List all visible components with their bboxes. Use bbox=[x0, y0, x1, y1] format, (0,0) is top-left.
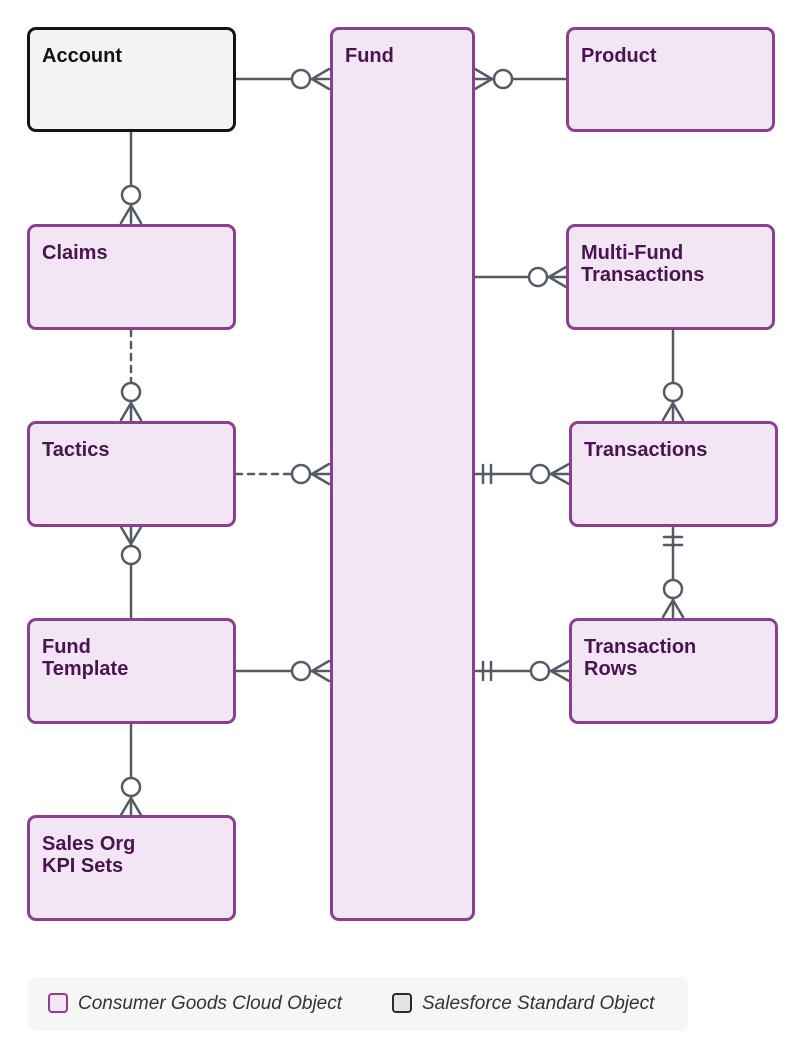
entity-product[interactable]: Product bbox=[566, 27, 775, 132]
rel-fund-multifund bbox=[473, 265, 568, 289]
entity-label: Sales Org KPI Sets bbox=[42, 833, 136, 877]
entity-label: Transaction Rows bbox=[584, 636, 697, 680]
entity-tactics[interactable]: Tactics bbox=[27, 421, 236, 527]
entity-multi-fund-transactions[interactable]: Multi-Fund Transactions bbox=[566, 224, 775, 330]
rel-fundtemplate-fund bbox=[234, 659, 331, 683]
rel-transactions-rows bbox=[661, 525, 685, 619]
rel-account-claims bbox=[119, 130, 143, 225]
entity-label: Claims bbox=[42, 242, 108, 264]
entity-label: Tactics bbox=[42, 439, 110, 461]
entity-label: Product bbox=[581, 45, 657, 67]
entity-sales-org-kpi-sets[interactable]: Sales Org KPI Sets bbox=[27, 815, 236, 921]
entity-fund-template[interactable]: Fund Template bbox=[27, 618, 236, 724]
legend: Consumer Goods Cloud Object Salesforce S… bbox=[28, 977, 688, 1031]
legend-label-consumer-goods: Consumer Goods Cloud Object bbox=[78, 993, 343, 1014]
entity-claims[interactable]: Claims bbox=[27, 224, 236, 330]
entity-label: Account bbox=[42, 45, 122, 67]
entity-label: Fund bbox=[345, 45, 394, 67]
legend-label-standard: Salesforce Standard Object bbox=[422, 993, 655, 1014]
legend-swatch-consumer-goods bbox=[48, 993, 68, 1013]
entity-transaction-rows[interactable]: Transaction Rows bbox=[569, 618, 778, 724]
rel-multifund-transactions bbox=[661, 328, 685, 422]
rel-fund-transactions bbox=[473, 462, 571, 486]
rel-tactics-fund bbox=[234, 462, 331, 486]
entity-label: Fund Template bbox=[42, 636, 129, 680]
rel-claims-tactics bbox=[119, 328, 143, 422]
rel-account-fund bbox=[234, 67, 331, 91]
entity-label: Multi-Fund Transactions bbox=[581, 242, 705, 286]
entity-transactions[interactable]: Transactions bbox=[569, 421, 778, 527]
entity-label: Transactions bbox=[584, 439, 708, 461]
rel-product-fund bbox=[473, 67, 568, 91]
legend-swatch-standard bbox=[392, 993, 412, 1013]
rel-fundtemplate-tactics bbox=[119, 525, 143, 620]
entity-fund[interactable]: Fund bbox=[330, 27, 475, 921]
entity-account[interactable]: Account bbox=[27, 27, 236, 132]
rel-fundtemplate-kpisets bbox=[119, 722, 143, 817]
rel-fund-transactionrows bbox=[473, 659, 571, 683]
